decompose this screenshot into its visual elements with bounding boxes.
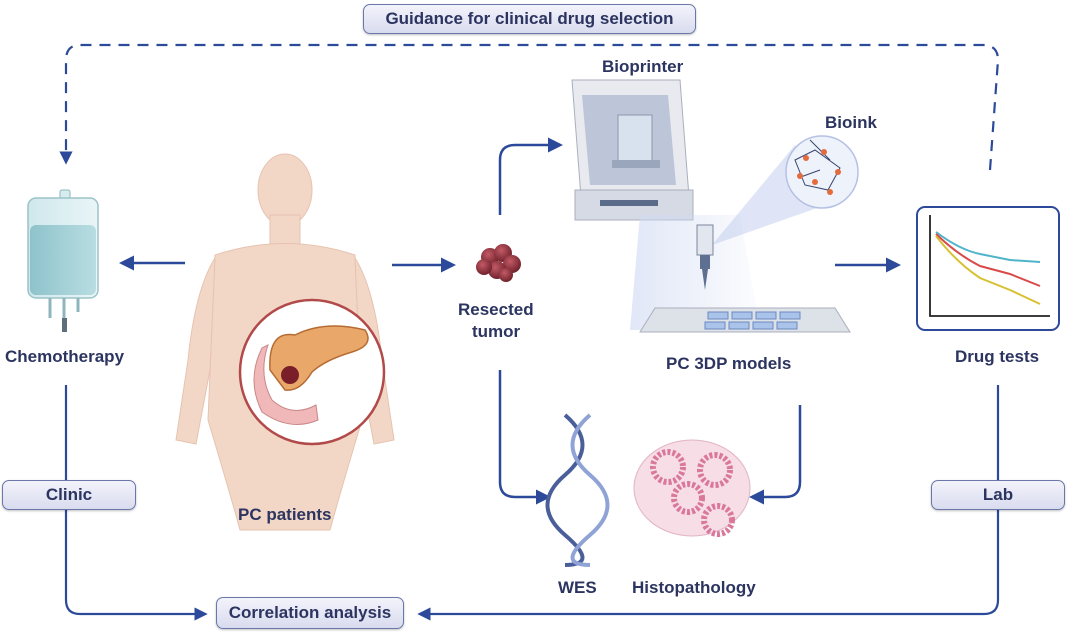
pc-patients-label: PC patients (238, 505, 332, 524)
lab-to-correlation-arrow (417, 385, 1000, 621)
pancreas-inset-icon (238, 298, 386, 446)
resected-tumor-icon (476, 244, 521, 282)
histopathology-tissue-icon (633, 439, 751, 537)
arrow-to-histopathology (749, 405, 802, 505)
dna-helix-icon (545, 413, 610, 567)
drug-tests-label: Drug tests (955, 347, 1040, 366)
clinic-to-correlation-arrow (64, 385, 208, 621)
histopathology-label: Histopathology (632, 578, 756, 597)
print-nozzle-icon (696, 224, 714, 290)
arrow-to-wes (498, 370, 551, 505)
wes-label: WES (558, 578, 597, 597)
lab-pill: Lab (931, 480, 1065, 510)
correlation-analysis-pill: Correlation analysis (216, 597, 404, 629)
bioink-circle-icon (785, 135, 859, 209)
bioprinter-icon (571, 79, 694, 221)
pc-3dp-models-label: PC 3DP models (666, 354, 792, 373)
clinic-pill: Clinic (2, 480, 136, 510)
guidance-pill: Guidance for clinical drug selection (363, 4, 696, 34)
chemotherapy-label: Chemotherapy (5, 347, 125, 366)
print-plate-icon (639, 307, 851, 333)
guidance-dashed-arrow (59, 43, 1000, 171)
drug-tests-chart-icon (916, 206, 1060, 331)
resected-tumor-label-line2: tumor (472, 322, 521, 341)
iv-bag-icon (27, 189, 99, 332)
arrow-to-bioprinter (498, 137, 563, 215)
bioprinter-label: Bioprinter (602, 57, 684, 76)
light-beam (630, 215, 760, 330)
resected-tumor-label-line1: Resected (458, 300, 534, 319)
bioink-label: Bioink (825, 113, 877, 132)
